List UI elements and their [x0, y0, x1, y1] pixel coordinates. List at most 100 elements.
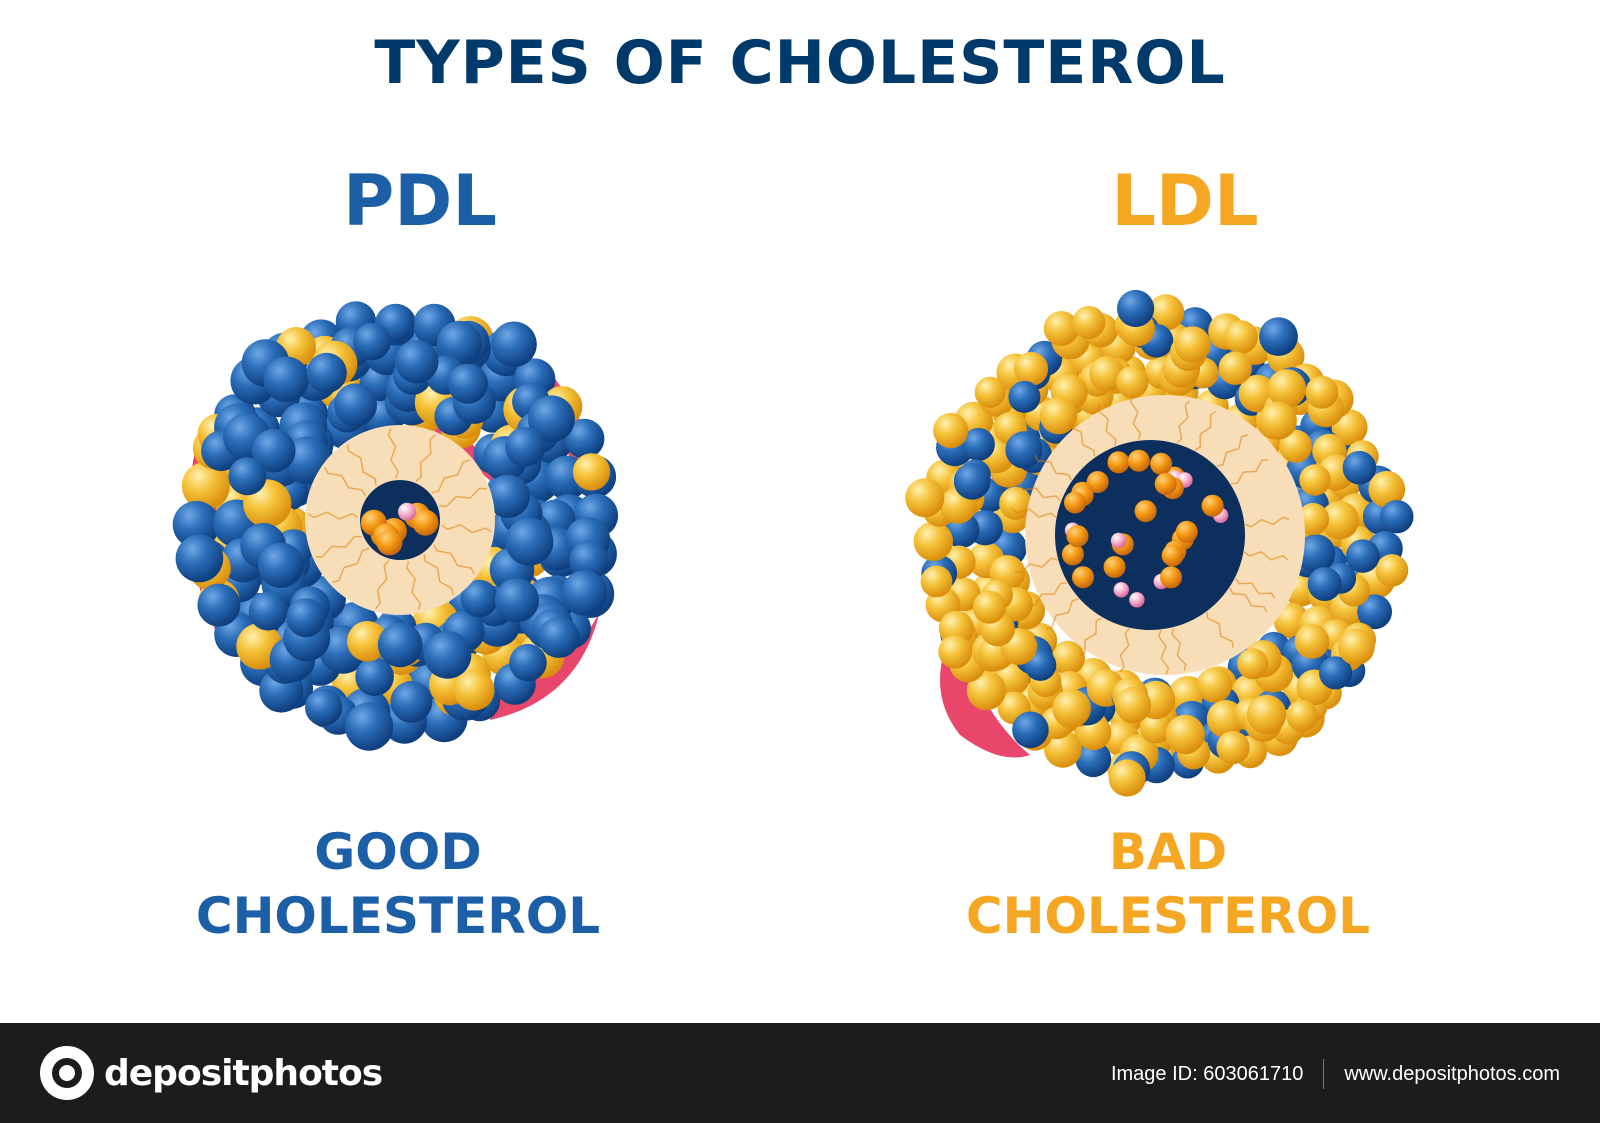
hdl-gold-sphere — [572, 453, 611, 491]
hdl-lipid-tail — [332, 547, 370, 584]
ldl-gold-sphere — [905, 478, 945, 518]
hdl-blue-sphere — [197, 583, 241, 627]
hdl-blue-sphere — [390, 681, 433, 723]
ldl-lipid-tail — [1245, 516, 1290, 528]
ldl-lipid-tail — [1234, 577, 1276, 599]
ldl-triglyceride — [1107, 451, 1130, 474]
hdl-caption-line1: GOOD — [314, 823, 482, 881]
ldl-caption-line1: BAD — [1108, 823, 1228, 881]
ldl-gold-sphere — [972, 590, 1006, 624]
ldl-triglyceride — [1066, 525, 1089, 548]
hdl-blue-sphere — [345, 702, 394, 751]
ldl-gold-sphere — [1174, 326, 1211, 363]
hdl-lipid-tail — [315, 535, 362, 558]
ldl-gold-sphere — [1072, 306, 1106, 339]
site-url-link[interactable]: www.depositphotos.com — [1344, 1062, 1560, 1085]
ldl-lipid-tail — [1014, 557, 1058, 574]
hdl-blue-sphere — [564, 418, 605, 459]
ldl-gold-sphere — [1375, 554, 1409, 587]
ldl-blue-sphere — [1005, 431, 1043, 469]
ldl-gold-sphere — [933, 412, 969, 449]
hdl-cholesterol-ester — [398, 502, 417, 521]
ldl-lipid-tail — [1194, 410, 1217, 451]
ldl-gold-sphere — [938, 634, 973, 669]
hdl-lipid-tail — [423, 554, 454, 596]
ldl-cholesterol-ester — [1113, 582, 1129, 598]
ldl-blue-sphere — [1012, 711, 1049, 749]
ldl-gold-sphere — [1089, 356, 1125, 392]
hdl-blue-sphere — [258, 542, 304, 588]
ldl-gold-sphere — [1286, 699, 1319, 732]
hdl-blue-sphere — [248, 591, 288, 631]
camera-logo-icon — [40, 1046, 94, 1100]
ldl-gold-sphere — [913, 521, 953, 561]
ldl-gold-sphere — [999, 486, 1033, 520]
hdl-gold-sphere — [347, 621, 388, 662]
ldl-lipid-tail — [1097, 404, 1117, 446]
ldl-blue-sphere — [953, 462, 991, 500]
ldl-lipid-tail — [1244, 551, 1289, 561]
ldl-lipid-tail — [1206, 612, 1234, 648]
ldl-lipid-tail — [1079, 617, 1102, 657]
hdl-triglyceride — [412, 509, 439, 536]
hdl-lipid-tail — [439, 487, 487, 508]
ldl-gold-sphere — [1139, 710, 1173, 744]
watermark-footer: depositphotos Image ID: 603061710 www.de… — [0, 1023, 1600, 1123]
ldl-cholesterol-ester — [1129, 592, 1145, 608]
ldl-triglyceride — [1175, 520, 1198, 543]
ldl-gold-sphere — [1218, 351, 1252, 385]
ldl-gold-sphere — [1147, 294, 1185, 331]
ldl-blue-sphere — [1259, 317, 1298, 356]
hdl-lipid-tail — [431, 459, 471, 494]
ldl-particle-illustration — [905, 289, 1414, 797]
hdl-blue-sphere — [172, 500, 220, 549]
ldl-caption: BAD CHOLESTEROL — [868, 820, 1468, 948]
hdl-lipid-tail — [346, 444, 377, 486]
hdl-blue-sphere — [353, 322, 391, 361]
hdl-lipid-tail — [441, 524, 492, 534]
ldl-lipid-tail — [1216, 434, 1249, 468]
hdl-lipid-tail — [433, 544, 476, 575]
ldl-lipid-tail — [1011, 508, 1057, 518]
ldl-gold-sphere — [1279, 429, 1313, 463]
ldl-triglyceride — [1064, 491, 1086, 514]
ldl-lipid-tail — [1171, 627, 1187, 671]
ldl-blue-sphere — [961, 427, 995, 461]
hdl-blue-sphere — [334, 383, 377, 427]
ldl-triglyceride — [1103, 556, 1126, 578]
ldl-gold-sphere — [974, 376, 1006, 408]
ldl-lipid-tail — [1231, 459, 1269, 485]
hdl-blue-sphere — [561, 570, 608, 616]
ldl-blue-sphere — [1380, 500, 1414, 534]
page-title: TYPES OF CHOLESTEROL — [374, 28, 1226, 98]
hdl-lipid-tail — [387, 428, 399, 479]
ldl-triglyceride — [1161, 544, 1184, 567]
ldl-gold-sphere — [1165, 714, 1205, 755]
ldl-gold-sphere — [1294, 624, 1330, 659]
ldl-gold-sphere — [1116, 365, 1149, 399]
ldl-gold-sphere — [1224, 320, 1258, 354]
ldl-gold-sphere — [1320, 500, 1360, 540]
hdl-lipid-tail — [307, 511, 359, 520]
hdl-lipid-tail — [323, 467, 367, 497]
ldl-lipid-tail — [1028, 582, 1067, 606]
ldl-gold-sphere — [1196, 667, 1232, 703]
hdl-blue-sphere — [263, 356, 310, 403]
ldl-gold-sphere — [1267, 369, 1307, 408]
ldl-triglyceride — [1154, 472, 1177, 495]
hdl-blue-sphere — [355, 657, 394, 697]
ldl-cholesterol-ester — [1110, 532, 1127, 549]
hdl-blue-sphere — [377, 622, 423, 668]
hdl-blue-sphere — [509, 643, 547, 682]
ldl-gold-sphere — [1044, 729, 1082, 768]
ldl-lipid-tail — [1157, 630, 1170, 675]
ldl-lipid-tail — [1229, 587, 1268, 613]
ldl-gold-sphere — [1305, 375, 1339, 409]
depositphotos-logo[interactable]: depositphotos — [40, 1045, 383, 1101]
hdl-blue-sphere — [491, 321, 537, 368]
hdl-blue-sphere — [175, 534, 224, 583]
image-meta: Image ID: 603061710 www.depositphotos.co… — [1111, 1059, 1560, 1089]
hdl-blue-sphere — [494, 578, 539, 623]
hdl-lipid-tail — [374, 560, 390, 610]
hdl-blue-sphere — [251, 428, 296, 473]
